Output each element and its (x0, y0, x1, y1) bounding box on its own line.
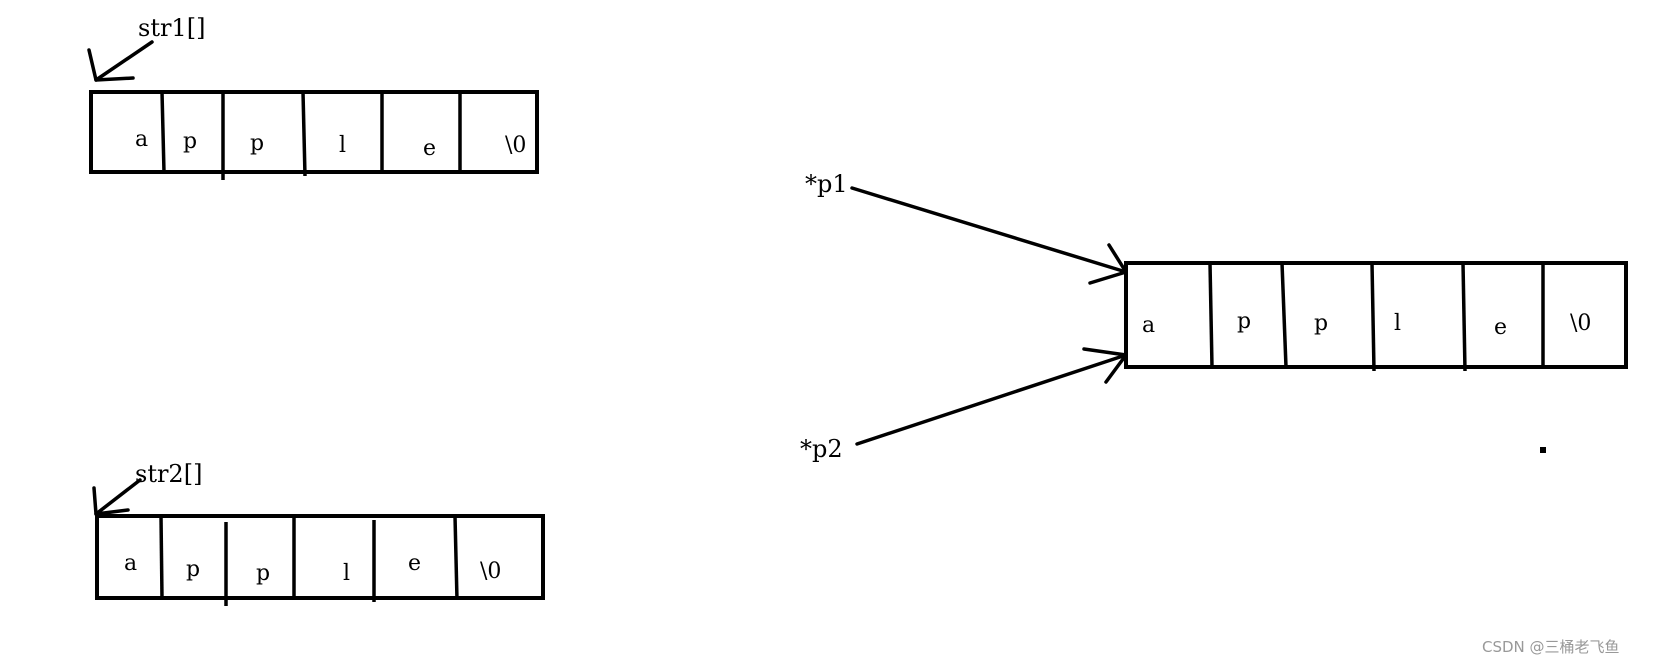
str2-label: str2[] (135, 460, 202, 488)
shared-divider (1370, 262, 1376, 372)
shared-divider (1280, 262, 1288, 368)
str1-cell-1: p (183, 129, 197, 154)
str2-cell-0: a (124, 551, 137, 576)
shared-divider (1208, 262, 1214, 368)
stray-dot (1540, 447, 1546, 453)
str1-cell-0: a (135, 127, 148, 152)
shared-cell-3: l (1394, 311, 1401, 336)
shared-cell-5: \0 (1570, 311, 1591, 336)
str1-cell-4: e (423, 136, 436, 161)
shared-cell-0: a (1142, 313, 1155, 338)
str2-cell-1: p (186, 557, 200, 582)
str2-array-frame (95, 514, 545, 600)
str2-divider (453, 515, 459, 601)
str1-divider (160, 91, 166, 173)
shared-string-array: a p p l e \0 (1124, 261, 1628, 372)
str1-cell-5: \0 (505, 133, 526, 158)
str2-divider (159, 515, 164, 599)
str1-divider (301, 91, 307, 177)
str1-cell-2: p (250, 131, 264, 156)
str2-cell-5: \0 (480, 559, 501, 584)
str2-cell-3: l (343, 561, 350, 586)
str2-cell-4: e (408, 551, 421, 576)
p1-pointer-arrow (850, 186, 1128, 285)
shared-cell-4: e (1494, 315, 1507, 340)
str2-pointer-arrow (92, 478, 142, 516)
shared-cell-1: p (1237, 309, 1251, 334)
shared-cell-2: p (1314, 311, 1328, 336)
str1-array: a p p l e \0 (89, 90, 539, 180)
str2-cell-2: p (256, 561, 270, 586)
str1-pointer-arrow (87, 40, 154, 82)
p2-label: *p2 (800, 435, 843, 463)
p1-label: *p1 (805, 170, 848, 198)
watermark: CSDN @三桶老飞鱼 (1482, 638, 1620, 656)
str2-array: a p p l e \0 (95, 514, 545, 606)
str1-array-frame (89, 90, 539, 174)
shared-divider (1461, 262, 1467, 372)
p2-pointer-arrow (855, 347, 1128, 446)
str1-cell-3: l (339, 133, 346, 158)
str1-label: str1[] (138, 14, 205, 42)
shared-array-frame (1124, 261, 1628, 369)
